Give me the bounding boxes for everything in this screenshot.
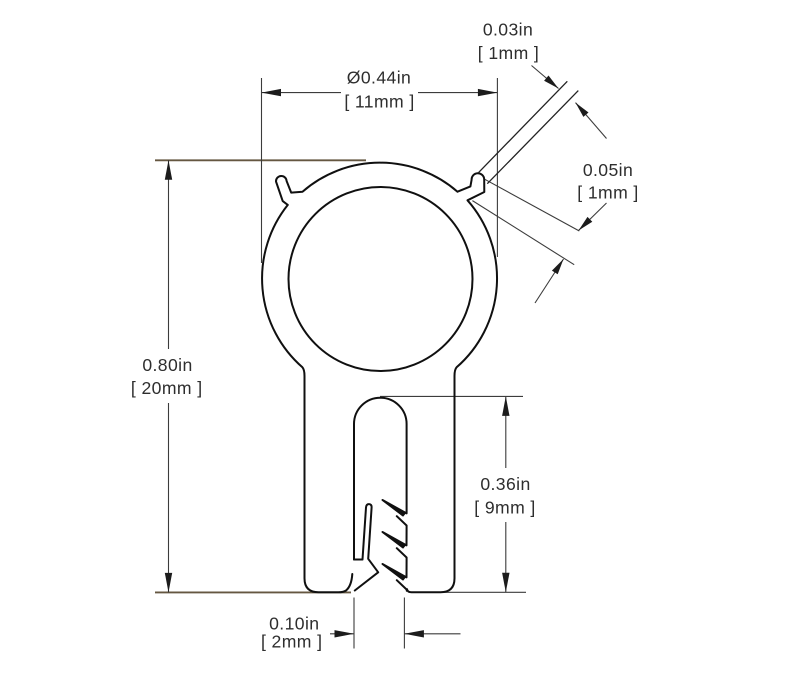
svg-text:0.03in: 0.03in [483, 20, 533, 40]
svg-text:Ø0.44in: Ø0.44in [347, 68, 411, 88]
svg-text:[ 1mm ]: [ 1mm ] [577, 183, 638, 203]
svg-text:[ 11mm ]: [ 11mm ] [344, 92, 414, 112]
svg-text:0.10in: 0.10in [269, 613, 319, 633]
svg-text:[ 2mm ]: [ 2mm ] [261, 632, 322, 652]
svg-text:0.05in: 0.05in [583, 160, 633, 180]
svg-text:[ 9mm ]: [ 9mm ] [474, 498, 535, 518]
svg-text:0.36in: 0.36in [480, 474, 530, 494]
svg-text:[ 1mm ]: [ 1mm ] [478, 43, 539, 63]
svg-text:0.80in: 0.80in [142, 355, 192, 375]
svg-text:[ 20mm ]: [ 20mm ] [131, 378, 203, 398]
